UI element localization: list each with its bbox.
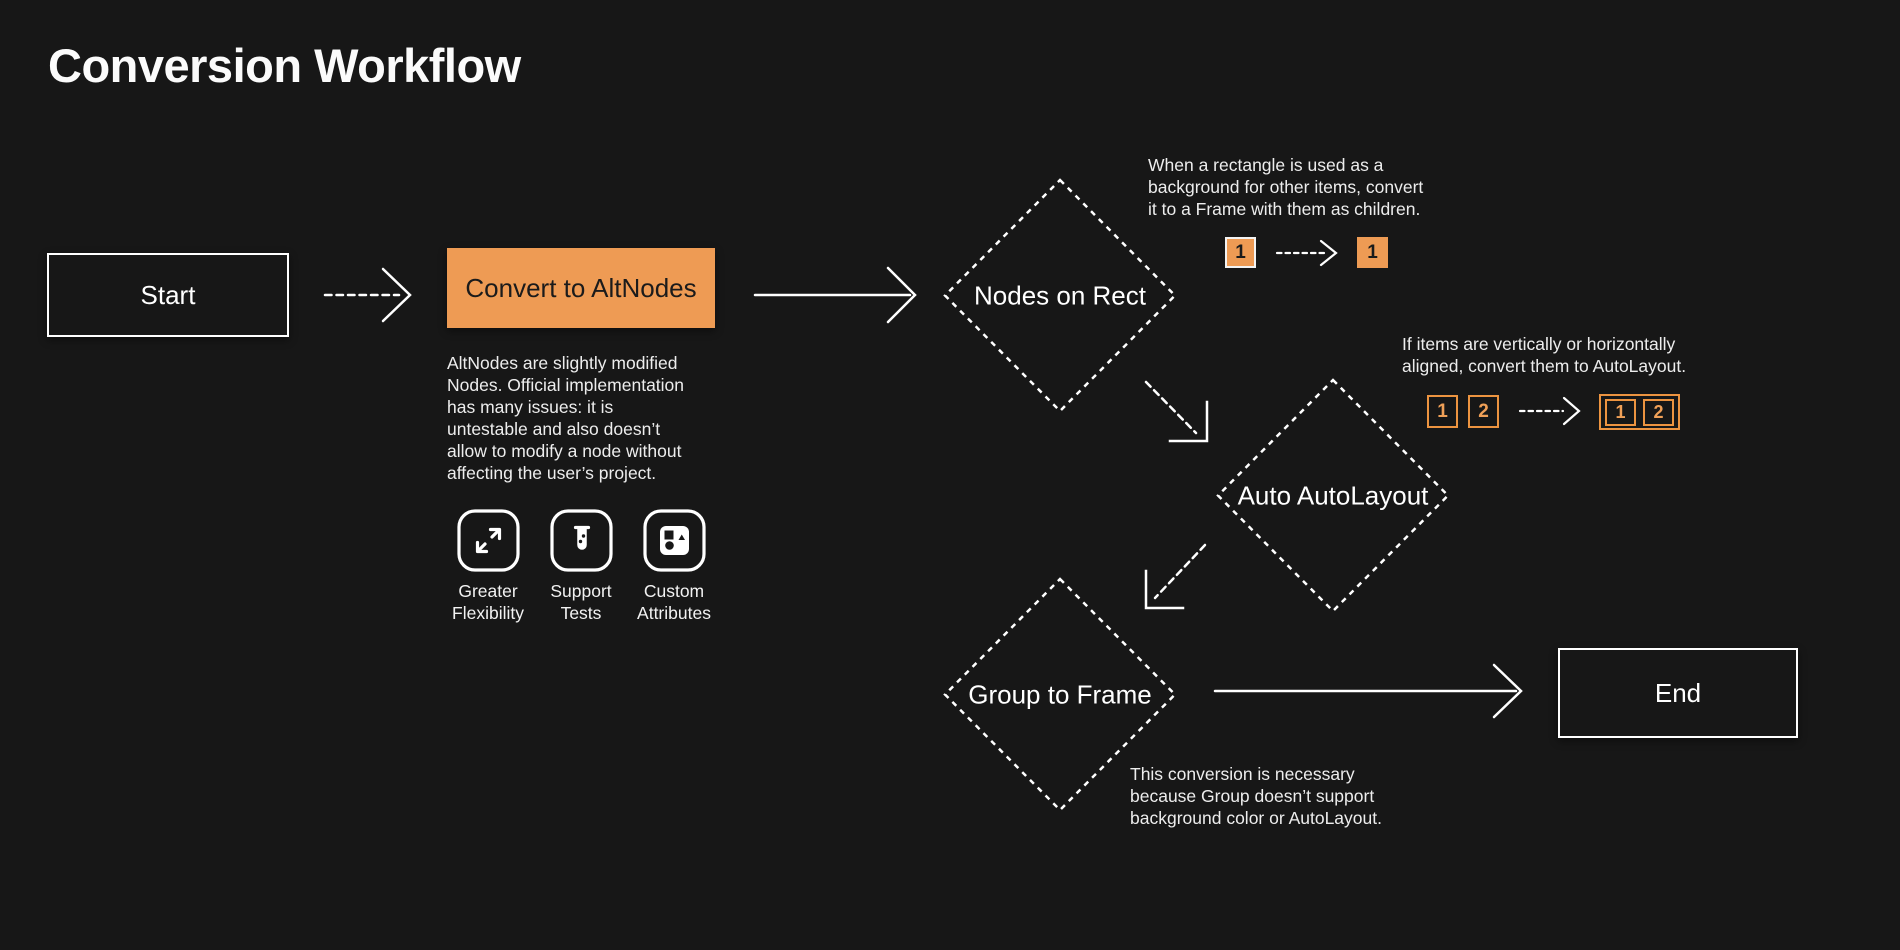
chip-number: 1: [1615, 401, 1626, 422]
chip-number: 1: [1235, 241, 1246, 263]
arrow-start-to-convert: [323, 267, 412, 323]
flow-node-start[interactable]: Start: [47, 253, 289, 337]
rect-demo-before-chip: 1: [1225, 237, 1256, 268]
decision-label: Group to Frame: [968, 679, 1152, 709]
autolayout-demo-chip-2: 2: [1468, 395, 1499, 428]
flow-node-label: End: [1654, 677, 1702, 708]
arrow-group-to-frame-to-end: [1213, 663, 1523, 719]
page-title: Conversion Workflow: [48, 39, 521, 92]
flow-node-label: Convert to AltNodes: [465, 272, 697, 303]
shapes-icon: [642, 509, 706, 572]
expand-icon: [456, 509, 520, 572]
flow-node-end[interactable]: End: [1558, 648, 1798, 738]
flow-node-label: Start: [140, 279, 196, 310]
arrow-autolayout-demo: [1518, 396, 1581, 426]
test-tube-icon: [549, 509, 613, 572]
arrow-rect-demo: [1275, 239, 1338, 267]
decision-label: Auto AutoLayout: [1237, 480, 1429, 510]
chip-number: 2: [1653, 401, 1664, 422]
decision-label: Nodes on Rect: [974, 280, 1146, 310]
diamond-outline: [1216, 378, 1450, 613]
chip-number: 2: [1478, 400, 1489, 422]
decision-auto-autolayout[interactable]: Auto AutoLayout: [1216, 378, 1450, 613]
diamond-outline: [943, 178, 1177, 413]
diamond-outline: [943, 577, 1177, 812]
autolayout-demo-group-chip-1: 1: [1605, 398, 1636, 426]
chip-number: 1: [1367, 241, 1378, 263]
decision-nodes-on-rect[interactable]: Nodes on Rect: [943, 178, 1177, 413]
autolayout-demo-chip-1: 1: [1427, 395, 1458, 428]
decision-group-to-frame[interactable]: Group to Frame: [943, 577, 1177, 812]
arrow-convert-to-nodes-on-rect: [753, 266, 917, 324]
rect-demo-after-chip: 1: [1357, 237, 1388, 268]
autolayout-demo-group: 1 2: [1599, 394, 1680, 430]
autolayout-demo-group-chip-2: 2: [1643, 398, 1674, 426]
flow-node-convert-to-altnodes[interactable]: Convert to AltNodes: [447, 248, 715, 328]
chip-number: 1: [1437, 400, 1448, 422]
